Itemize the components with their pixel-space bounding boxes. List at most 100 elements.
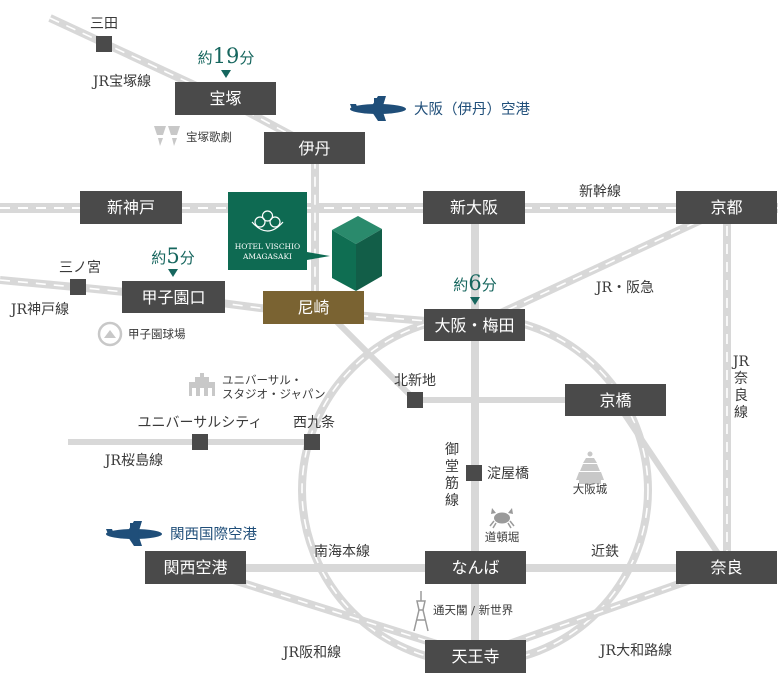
yodoyabashi-label: 淀屋橋	[487, 466, 529, 482]
svg-text:スタジオ・ジャパン: スタジオ・ジャパン	[222, 387, 326, 401]
kansai-intl-airport: 関西国際空港	[106, 521, 257, 546]
crab-icon	[489, 508, 515, 529]
svg-text:約6分: 約6分	[453, 271, 496, 295]
svg-text:天王寺: 天王寺	[451, 647, 499, 666]
nishikujo-label: 西九条	[293, 414, 335, 431]
airplane-icon	[350, 96, 406, 121]
jr-hankyu-line	[473, 204, 729, 329]
svg-text:大阪城: 大阪城	[573, 482, 608, 496]
jr-yamatoji-label: JR大和路線	[598, 643, 672, 659]
down-arrow-icon	[168, 269, 178, 277]
hotel-emblem-icon	[251, 210, 284, 232]
station-kansai-airport[interactable]: 関西空港	[145, 551, 246, 584]
jr-nara-line-label: JR 奈 良 線	[731, 354, 750, 421]
svg-text:約19分: 約19分	[198, 44, 255, 68]
svg-text:通天閣 / 新世界: 通天閣 / 新世界	[433, 603, 514, 617]
station-nara[interactable]: 奈良	[676, 551, 777, 584]
svg-text:甲子園球場: 甲子園球場	[128, 327, 186, 341]
kitashinchi-label: 北新地	[394, 373, 436, 389]
down-arrow-icon	[221, 70, 231, 78]
osaka-castle: 大阪城	[573, 451, 608, 496]
shinkansen-label: 新幹線	[579, 183, 621, 200]
tower-icon	[413, 591, 429, 632]
small-stations	[70, 36, 482, 481]
svg-text:HOTEL VISCHIO: HOTEL VISCHIO	[235, 242, 300, 251]
svg-text:大阪・梅田: 大阪・梅田	[434, 316, 514, 335]
station-tennoji[interactable]: 天王寺	[425, 640, 526, 673]
rail-lines	[0, 14, 778, 667]
usj: ユニバーサル・ スタジオ・ジャパン	[189, 373, 326, 401]
svg-text:奈良: 奈良	[710, 558, 742, 577]
svg-text:約5分: 約5分	[151, 244, 194, 268]
svg-text:尼崎: 尼崎	[297, 298, 329, 317]
down-arrow-icon	[470, 297, 480, 305]
station-marker	[192, 434, 208, 450]
hotel-building-icon	[332, 216, 382, 291]
castle-icon	[576, 451, 604, 484]
hotel-pointer	[307, 252, 330, 260]
svg-text:AMAGASAKI: AMAGASAKI	[242, 252, 292, 261]
nankai-label: 南海本線	[314, 544, 370, 560]
svg-text:なんば: なんば	[451, 558, 499, 577]
svg-text:筋: 筋	[445, 475, 459, 492]
itami-airport: 大阪（伊丹）空港	[350, 96, 530, 121]
tsutenkaku: 通天閣 / 新世界	[413, 591, 514, 632]
svg-text:大阪（伊丹）空港: 大阪（伊丹）空港	[414, 101, 530, 118]
dotonbori: 道頓堀	[485, 508, 520, 544]
station-kyobashi[interactable]: 京橋	[565, 384, 666, 416]
station-marker	[466, 465, 482, 481]
time-takarazuka: 約19分	[198, 44, 255, 78]
svg-text:線: 線	[445, 493, 459, 509]
svg-text:京都: 京都	[710, 198, 742, 217]
svg-text:堂: 堂	[445, 459, 459, 475]
svg-text:奈: 奈	[734, 371, 748, 387]
jr-takarazuka-line-label: JR宝塚線	[91, 74, 151, 90]
svg-text:道頓堀: 道頓堀	[485, 530, 520, 544]
sannomiya-label: 三ノ宮	[59, 260, 101, 276]
svg-text:新大阪: 新大阪	[450, 198, 498, 217]
station-koshienguchi[interactable]: 甲子園口	[122, 281, 225, 313]
kyobashi-nara	[612, 398, 730, 569]
svg-text:関西国際空港: 関西国際空港	[170, 526, 257, 543]
castle-gate-icon	[189, 373, 215, 396]
station-marker	[407, 392, 423, 408]
station-takarazuka[interactable]: 宝塚	[175, 82, 276, 115]
svg-text:京橋: 京橋	[599, 391, 631, 410]
theater-icon	[154, 126, 180, 146]
svg-text:線: 線	[734, 405, 748, 421]
svg-text:ユニバーサル・: ユニバーサル・	[222, 373, 302, 387]
station-shinosaka[interactable]: 新大阪	[423, 191, 525, 224]
station-marker	[96, 36, 112, 52]
svg-text:御: 御	[445, 442, 459, 458]
stadium-icon	[97, 321, 123, 347]
kintetsu-label: 近鉄	[591, 544, 619, 560]
jr-sakurajima-label: JR桜島線	[103, 453, 163, 469]
jr-hankyu-label: JR・阪急	[594, 280, 654, 296]
koshien-stadium: 甲子園球場	[97, 321, 186, 347]
svg-text:宝塚歌劇: 宝塚歌劇	[186, 130, 232, 144]
hotel-vischio-logo[interactable]: HOTEL VISCHIO AMAGASAKI	[228, 192, 307, 270]
svg-text:甲子園口: 甲子園口	[141, 288, 205, 307]
sanda-label: 三田	[90, 16, 118, 32]
takarazuka-theater: 宝塚歌劇	[154, 126, 232, 146]
station-marker	[70, 279, 86, 295]
time-osaka-umeda: 約6分	[453, 271, 497, 305]
svg-text:良: 良	[734, 388, 748, 404]
universal-city-label: ユニバーサルシティ	[138, 415, 263, 431]
station-amagasaki[interactable]: 尼崎	[263, 291, 364, 324]
svg-text:伊丹: 伊丹	[298, 139, 330, 158]
station-kyoto[interactable]: 京都	[676, 191, 777, 224]
time-koshienguchi: 約5分	[151, 244, 195, 277]
station-shinkobe[interactable]: 新神戸	[80, 191, 182, 224]
svg-text:宝塚: 宝塚	[209, 89, 241, 108]
svg-text:JR: JR	[731, 354, 750, 370]
airplane-icon	[106, 521, 162, 546]
svg-text:関西空港: 関西空港	[163, 558, 227, 577]
jr-kobe-line-label: JR神戸線	[9, 302, 69, 318]
station-marker	[304, 434, 320, 450]
station-osaka-umeda[interactable]: 大阪・梅田	[424, 309, 525, 341]
station-namba[interactable]: なんば	[425, 551, 526, 584]
station-itami[interactable]: 伊丹	[264, 132, 365, 164]
svg-text:新神戸: 新神戸	[107, 198, 155, 217]
